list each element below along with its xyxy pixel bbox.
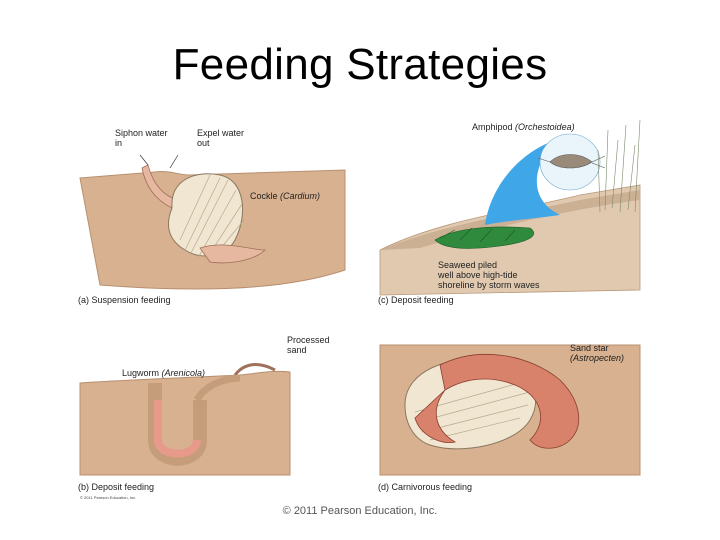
caption-c: (c) Deposit feeding	[378, 295, 454, 305]
caption-a: (a) Suspension feeding	[78, 295, 171, 305]
caption-b: (b) Deposit feeding	[78, 482, 155, 492]
panel-a-illustration	[79, 154, 346, 290]
amphipod-label: Amphipod (Orchestoidea)	[472, 122, 575, 132]
panel-copyright: © 2011 Pearson Education, Inc.	[80, 495, 137, 500]
sand-star-label: Sand star(Astropecten)	[570, 343, 625, 363]
slide-title: Feeding Strategies	[172, 40, 548, 89]
cockle-label: Cockle (Cardium)	[250, 191, 321, 201]
panel-c-illustration	[379, 119, 641, 296]
footer-copyright: © 2011 Pearson Education, Inc.	[282, 505, 438, 517]
feeding-illustration	[79, 119, 641, 476]
panel-b-illustration	[79, 363, 291, 476]
lugworm-label: Lugworm (Arenicola)	[122, 368, 206, 378]
panel-d-illustration	[379, 344, 641, 476]
caption-d: (d) Carnivorous feeding	[378, 482, 473, 492]
